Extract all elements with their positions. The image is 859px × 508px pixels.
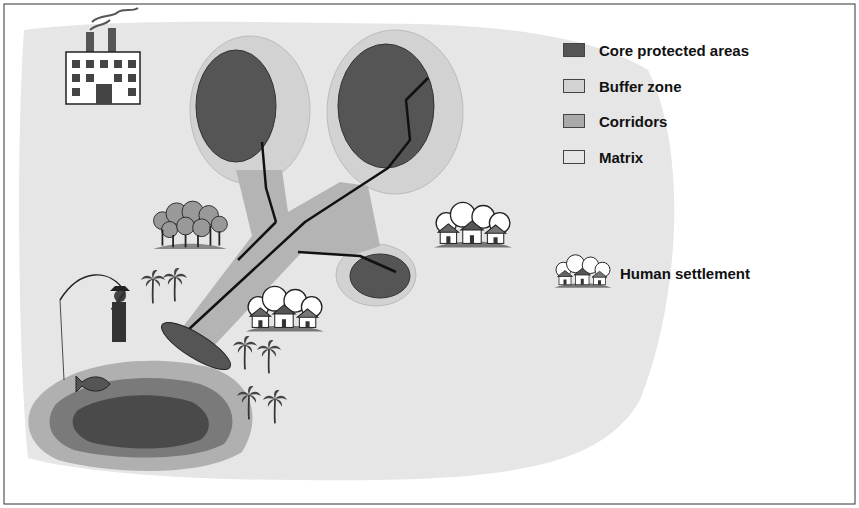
legend-label: Matrix bbox=[599, 149, 643, 166]
factory bbox=[72, 74, 80, 82]
buffer-zones bbox=[190, 36, 310, 184]
frame bbox=[4, 4, 855, 504]
buffer-zones bbox=[327, 30, 463, 194]
core-protected-areas bbox=[338, 44, 434, 168]
pond bbox=[156, 315, 237, 378]
factory bbox=[128, 88, 136, 96]
factory bbox=[108, 28, 116, 54]
factory bbox=[86, 60, 94, 68]
fisherman bbox=[110, 286, 130, 291]
factory bbox=[96, 84, 112, 104]
factory bbox=[66, 8, 140, 104]
core-protected-areas bbox=[350, 254, 410, 298]
legend-swatch bbox=[563, 43, 585, 57]
factory bbox=[128, 74, 136, 82]
factory bbox=[114, 60, 122, 68]
forest bbox=[154, 201, 228, 249]
legend-swatch bbox=[563, 114, 585, 128]
lake bbox=[73, 395, 209, 448]
legend-entry: Buffer zone bbox=[563, 78, 682, 95]
matrix-area bbox=[19, 22, 674, 480]
palm-tree bbox=[263, 390, 287, 423]
factory bbox=[90, 20, 110, 30]
fisherman bbox=[76, 376, 110, 392]
factory bbox=[86, 74, 94, 82]
core-protected-areas bbox=[196, 50, 276, 162]
palm-tree bbox=[163, 268, 187, 301]
palm-tree bbox=[257, 340, 281, 373]
legend-swatch bbox=[563, 79, 585, 93]
legend-label: Buffer zone bbox=[599, 78, 682, 95]
human-settlement bbox=[246, 286, 324, 331]
factory bbox=[72, 88, 80, 96]
human-settlement bbox=[434, 202, 512, 247]
factory bbox=[66, 52, 140, 104]
rivers bbox=[298, 252, 396, 272]
lake bbox=[28, 361, 252, 471]
legend-entry: Human settlement bbox=[620, 265, 750, 282]
legend-label: Human settlement bbox=[620, 265, 750, 282]
lake bbox=[28, 361, 252, 471]
palm-tree bbox=[233, 336, 257, 369]
factory bbox=[86, 32, 94, 54]
corridor bbox=[176, 170, 380, 350]
rivers bbox=[262, 142, 276, 222]
factory bbox=[114, 74, 122, 82]
legend-swatch bbox=[563, 150, 585, 164]
legend-label: Core protected areas bbox=[599, 42, 749, 59]
factory bbox=[92, 8, 138, 22]
legend-entry: Corridors bbox=[563, 113, 667, 130]
factory bbox=[72, 60, 80, 68]
factory bbox=[72, 60, 136, 104]
factory bbox=[100, 60, 108, 68]
legend-label: Corridors bbox=[599, 113, 667, 130]
fisherman bbox=[60, 300, 64, 380]
fisherman bbox=[112, 292, 125, 310]
fisherman bbox=[60, 275, 130, 392]
factory bbox=[128, 60, 136, 68]
rivers bbox=[238, 222, 276, 260]
palm-tree bbox=[141, 270, 165, 303]
legend-settlement-icon bbox=[555, 255, 612, 288]
legend-entry: Matrix bbox=[563, 149, 643, 166]
core-protected-areas bbox=[196, 44, 434, 298]
legend-entry: Core protected areas bbox=[563, 42, 749, 59]
palm-tree bbox=[237, 386, 261, 419]
